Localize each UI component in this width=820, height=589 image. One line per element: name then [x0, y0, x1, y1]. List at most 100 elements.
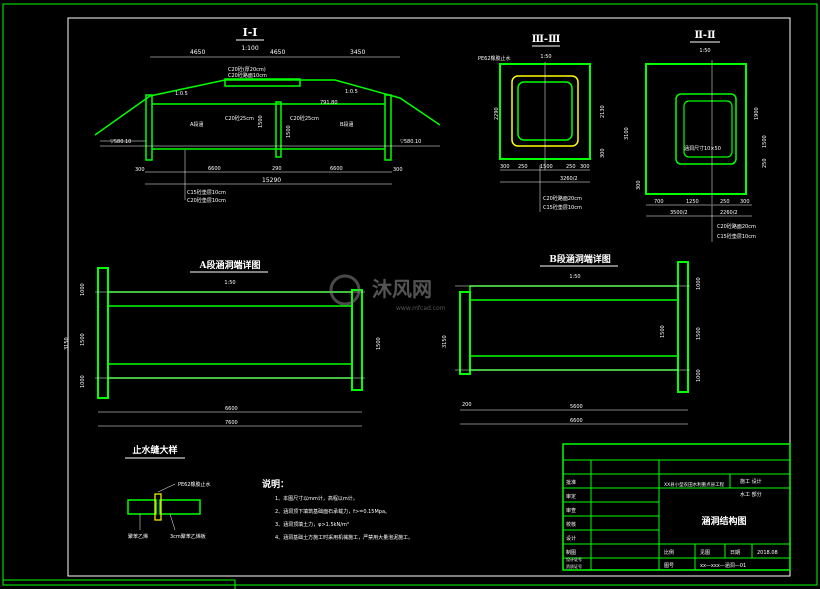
label-elev-mid: 791.80 [320, 100, 338, 106]
dim-b-s5: 1500 [660, 325, 666, 338]
opening-outer [675, 93, 737, 165]
label-concrete-2: C20砼25cm [290, 115, 319, 122]
tb-row-final: 审定 [566, 493, 576, 500]
a-headwall [97, 267, 109, 399]
dim-b-s3: 1000 [696, 369, 702, 382]
watermark-brand: 沐风网 [372, 277, 432, 301]
label-road-pavement: C20砼路面10cm [228, 72, 267, 79]
tb-scale-value: 见图 [700, 550, 710, 556]
a-bottom-slab [107, 363, 353, 379]
dim-top-3: 3450 [350, 49, 365, 56]
waterstop-detail: 止水缝大样 PE62橡胶止水 聚苯乙烯 3cm聚苯乙烯板 [125, 444, 211, 540]
dim-b-b2: 5600 [570, 404, 583, 410]
dim-b-b1: 200 [462, 402, 472, 408]
label-slope-left: 1:0.5 [175, 91, 188, 97]
b-detail: B段涵洞端详图 1:50 1000 1500 1000 3150 1500 20… [442, 253, 702, 425]
label-elev-right: ▽580.10 [400, 139, 421, 145]
label-2-bedding: C15砼垫层10cm [717, 233, 756, 240]
dim-3-half: 3260/2 [560, 176, 578, 182]
section-3: Ⅲ-Ⅲ 1:50 PE62橡胶止水 2290 2130 300 300 250 … [478, 34, 606, 212]
dim-3-side-3: 300 [600, 148, 606, 158]
section-2: Ⅱ-Ⅱ 1:50 涵洞尺寸10×50 3100 1900 1500 250 30… [624, 30, 768, 242]
wall-middle [275, 101, 282, 158]
notes-title: 说明： [262, 478, 289, 490]
dim-2-s5: 300 [636, 180, 642, 190]
dim-top-2: 4650 [270, 49, 285, 56]
dim-2-b4: 300 [740, 199, 750, 205]
a-detail-scale: 1:50 [224, 280, 235, 286]
label-road-thickness: C20砼(厚20cm) [228, 66, 266, 73]
dim-a-s1: 1000 [80, 283, 86, 296]
embankment-profile [94, 79, 441, 136]
a-detail-title: A段涵洞端详图 [199, 259, 261, 271]
dim-bottom-4: 6600 [330, 166, 343, 172]
a-detail: A段涵洞端详图 1:50 1000 1500 1000 3150 1500 66… [64, 259, 382, 427]
inner-border [67, 17, 791, 577]
dim-bottom-2: 6600 [208, 166, 221, 172]
tb-row-qual: 资质证号 [566, 563, 582, 569]
note-1: 1、本图尺寸以mm计，高程以m计。 [275, 495, 358, 502]
dim-2-b3: 250 [720, 199, 730, 205]
dim-3-side-2: 2130 [600, 105, 606, 118]
b-endwall [459, 291, 471, 375]
dim-a-s5: 1500 [376, 337, 382, 350]
section-3-note: PE62橡胶止水 [478, 55, 511, 62]
label-height-1: 1500 [258, 115, 264, 128]
dim-3-b5: 300 [580, 164, 590, 170]
tb-stage-2: 水工 部分 [740, 491, 762, 498]
dim-a-s3: 1000 [80, 375, 86, 388]
dim-a-s2: 1500 [80, 333, 86, 346]
dim-3-side-1: 2290 [494, 107, 500, 120]
dim-2-s4: 250 [762, 158, 768, 168]
tb-project: XX县小型农田水利重点县工程 [664, 481, 725, 488]
dim-3-b2: 250 [518, 164, 528, 170]
wall-left [145, 94, 153, 161]
label-a-culvert: A段涵 [190, 121, 203, 128]
tb-row-cert: 设计证号 [566, 556, 582, 562]
tb-stage-1: 施工 设计 [740, 478, 762, 485]
dim-2-s2: 1900 [754, 107, 760, 120]
watermark-url: www.mfcad.com [396, 305, 446, 312]
dim-2-b1: 700 [654, 199, 664, 205]
waterstop-label-3: 3cm聚苯乙烯板 [170, 533, 206, 540]
b-bottom-slab [469, 355, 679, 371]
section-1: I-I 1:100 4650 4650 3450 C20砼(厚20cm) C20… [94, 26, 441, 204]
tb-row-review: 审查 [566, 507, 576, 514]
dim-b-s4: 3150 [442, 335, 448, 348]
tb-row-check: 校核 [566, 521, 576, 528]
dim-2-half2: 2260/2 [720, 210, 738, 216]
label-opening-size: 涵洞尺寸10×50 [684, 145, 721, 152]
label-2-road: C20砼路面20cm [717, 223, 756, 230]
dim-bottom-3: 290 [272, 166, 282, 172]
dim-2-s1: 3100 [624, 127, 630, 140]
label-slope-right: 1:0.5 [345, 89, 358, 95]
section-2-title: Ⅱ-Ⅱ [694, 30, 715, 41]
dim-a-s4: 3150 [64, 337, 70, 350]
a-endwall [351, 289, 363, 391]
waterstop-title: 止水缝大样 [132, 444, 177, 456]
section-3-title: Ⅲ-Ⅲ [532, 34, 561, 45]
label-b-culvert: B段涵 [340, 121, 353, 128]
dim-3-b3: 1500 [540, 164, 553, 170]
road-slab [224, 78, 301, 87]
a-top-slab [107, 291, 353, 307]
section-3-scale: 1:50 [540, 54, 551, 60]
note-2: 2、涵洞顶下填筑基础面石承载力，f>=0.15Mpa。 [275, 508, 390, 515]
notes: 说明： 1、本图尺寸以mm计，高程以m计。 2、涵洞顶下填筑基础面石承载力，f>… [262, 478, 413, 541]
dim-2-s3: 1500 [762, 135, 768, 148]
label-bedding-2: C20砼垫层10cm [187, 197, 226, 204]
dim-top-1: 4650 [190, 49, 205, 56]
label-3-road: C20砼路面20cm [543, 195, 582, 202]
section-2-scale: 1:50 [699, 48, 710, 54]
bottom-strip [3, 579, 236, 589]
wall-right [384, 94, 392, 161]
outer-border [2, 3, 818, 586]
tb-row-draw: 制图 [566, 549, 576, 556]
label-height-2: 1500 [286, 125, 292, 138]
dim-a-b2: 7600 [225, 420, 238, 426]
section-1-title: I-I [243, 26, 258, 39]
dim-a-b1: 6600 [225, 406, 238, 412]
label-bedding-1: C15砼垫层10cm [187, 189, 226, 196]
tb-date-label: 日期 [730, 550, 740, 556]
